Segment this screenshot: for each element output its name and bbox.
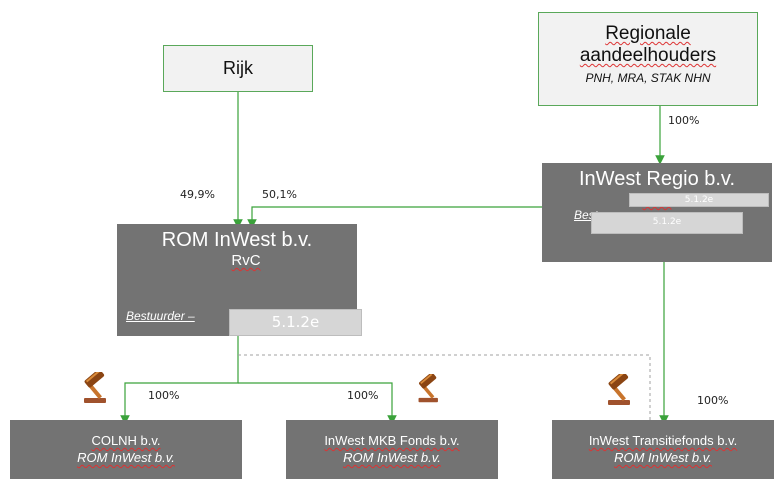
gavel-icon <box>608 374 630 405</box>
node-transitiefonds-title: InWest Transitiefonds b.v. <box>588 433 738 448</box>
node-mkb-fonds-title: InWest MKB Fonds b.v. <box>324 433 460 448</box>
node-rijk: Rijk <box>163 45 313 92</box>
node-transitiefonds-subtitle: ROM InWest b.v. <box>614 450 712 465</box>
gavel-icon <box>418 374 438 403</box>
node-inwest-regio-title: InWest Regio b.v. <box>579 168 735 190</box>
connector-rom-children <box>120 336 239 425</box>
node-transitiefonds: InWest Transitiefonds b.v. ROM InWest b.… <box>552 420 774 479</box>
node-regionale-title-line1: Regionale <box>605 23 691 44</box>
pct-regionale-to-regio: 100% <box>668 114 700 127</box>
redaction-rom-text: 5.1.2e <box>271 313 320 331</box>
pct-regio-to-transitie: 100% <box>697 394 729 407</box>
node-colnh: COLNH b.v. ROM InWest b.v. <box>10 420 242 479</box>
node-colnh-subtitle: ROM InWest b.v. <box>77 450 175 465</box>
node-mkb-fonds: InWest MKB Fonds b.v. ROM InWest b.v. <box>286 420 498 479</box>
node-colnh-title: COLNH b.v. <box>91 433 161 448</box>
node-regionale-subtitle: PNH, MRA, STAK NHN <box>585 71 711 85</box>
node-rom-inwest-rvc: RvC <box>231 252 261 269</box>
connector-regio-rom <box>247 206 542 229</box>
pct-rijk-to-rom: 49,9% <box>180 188 215 201</box>
node-rijk-title: Rijk <box>223 58 253 78</box>
node-mkb-fonds-subtitle: ROM InWest b.v. <box>343 450 441 465</box>
connector-rom-mkb <box>238 382 397 425</box>
redaction-regio-2-text: 5.1.2e <box>652 217 682 227</box>
pct-rom-to-mkb: 100% <box>347 389 379 402</box>
redaction-regio-1-text: 5.1.2e <box>684 195 714 205</box>
node-rom-inwest-bestuurder-label: Bestuurder – <box>126 309 195 323</box>
pct-rom-to-colnh: 100% <box>148 389 180 402</box>
redaction-regio-1: 5.1.2e <box>629 193 769 207</box>
node-rom-inwest-title: ROM InWest b.v. <box>161 229 313 251</box>
node-regionale-title-line2: aandeelhouders <box>579 45 717 66</box>
redaction-regio-2: 5.1.2e <box>591 212 743 234</box>
gavel-icon <box>84 372 106 403</box>
redaction-rom: 5.1.2e <box>229 309 362 336</box>
pct-regio-to-rom: 50,1% <box>262 188 297 201</box>
node-regionale-aandeelhouders: Regionale aandeelhouders PNH, MRA, STAK … <box>538 12 758 106</box>
